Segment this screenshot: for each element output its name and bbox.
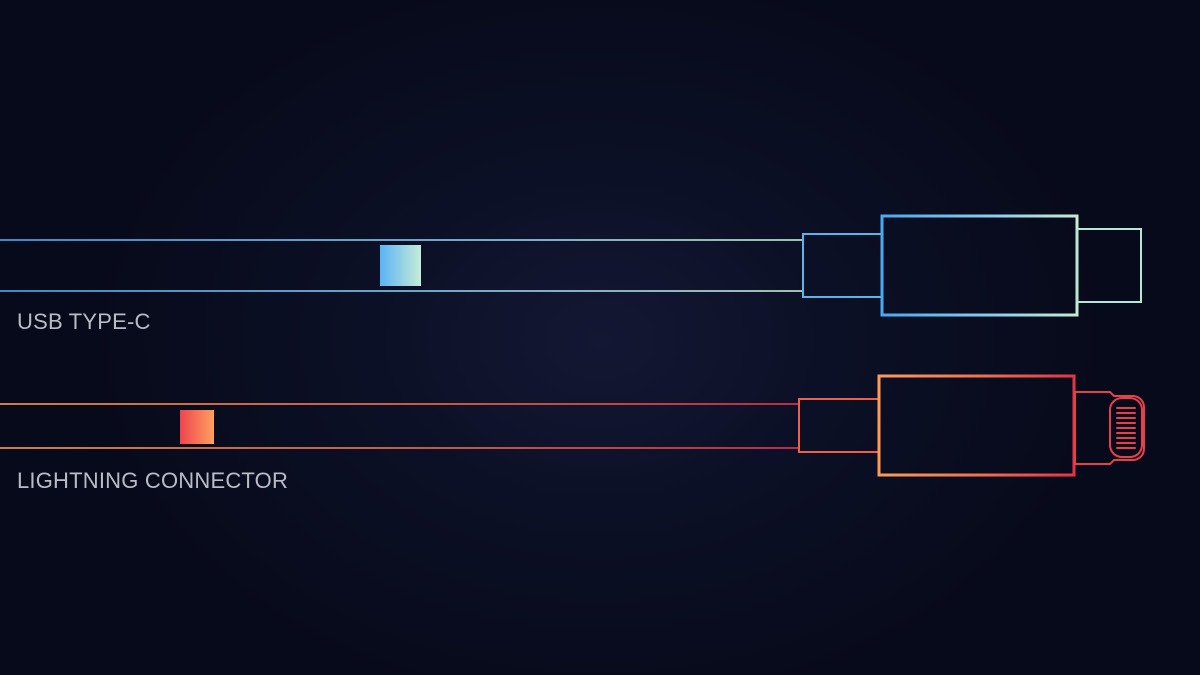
usb-type-c-cable [0, 214, 1142, 317]
lightning-connector-tip [1074, 391, 1145, 465]
lightning-cable-marker [180, 410, 214, 444]
lightning-connector-housing [877, 374, 1076, 477]
lightning-strain-relief [798, 398, 880, 453]
lightning-connector-label: LIGHTNING CONNECTOR [17, 468, 289, 493]
lightning-cable-body [0, 403, 800, 449]
lightning-contact-strip [1109, 397, 1143, 458]
lightning-cable [0, 374, 1145, 477]
usb-cable-marker [380, 245, 421, 286]
usb-type-c-label: USB TYPE-C [17, 309, 151, 334]
usb-connector-housing [880, 214, 1079, 317]
usb-strain-relief [802, 233, 883, 298]
usb-connector-plug [1076, 228, 1142, 303]
lightning-contact-pins [1116, 407, 1136, 449]
